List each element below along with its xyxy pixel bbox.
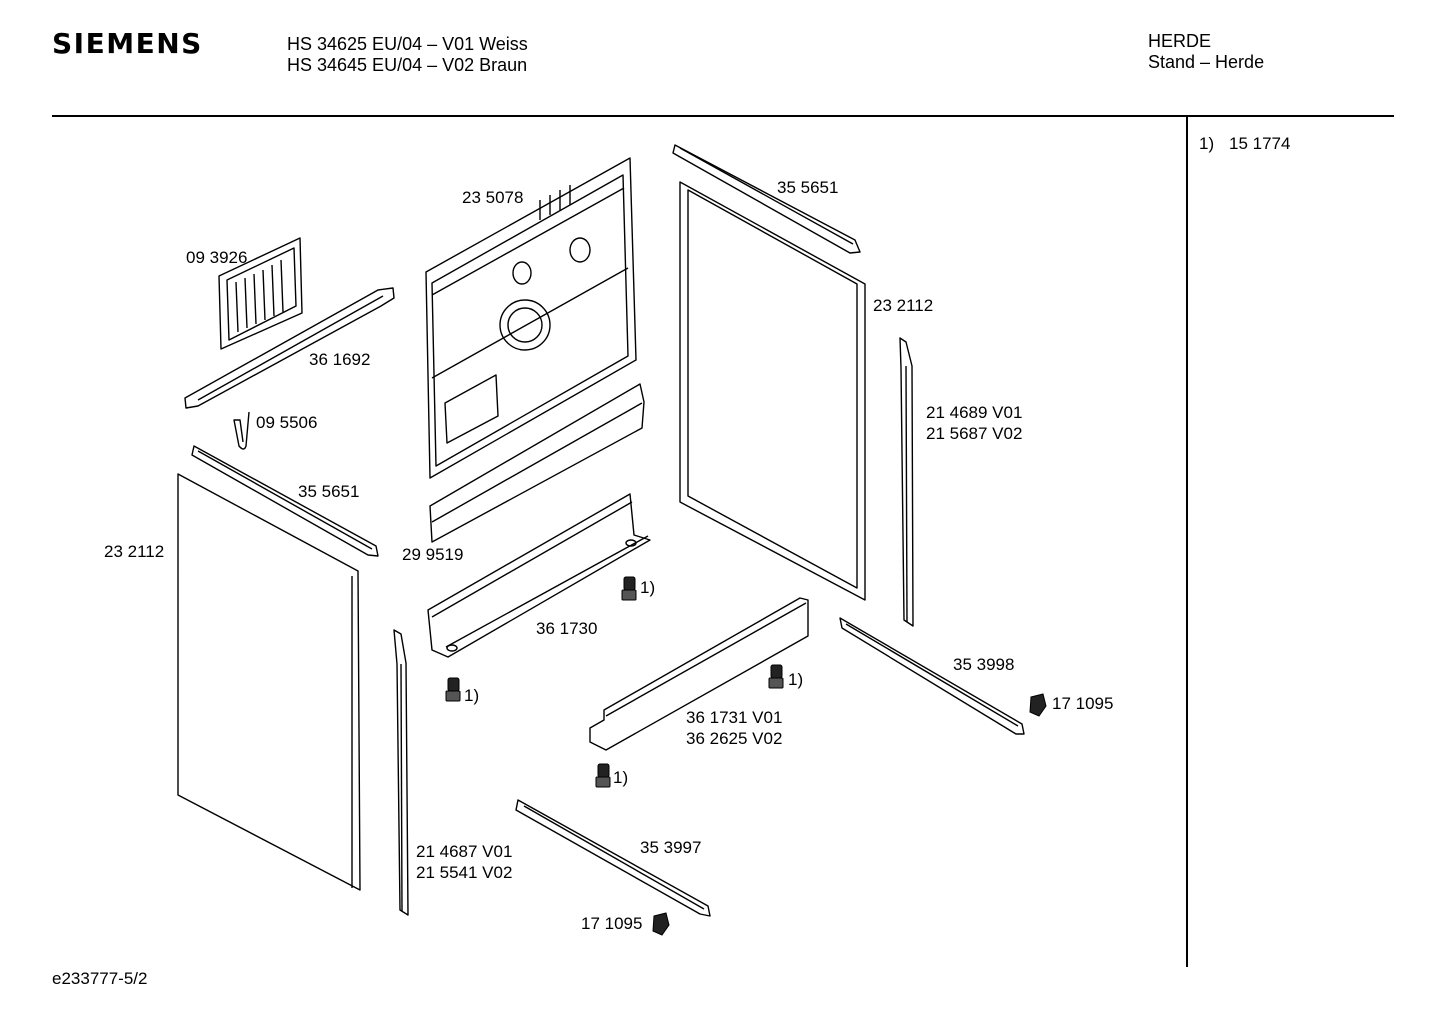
part-label: 35 5651 (777, 178, 839, 197)
part-label: 36 1730 (536, 619, 598, 638)
screw-4 (597, 763, 610, 778)
footnote-ref: 1) (613, 768, 629, 787)
bottom-trough-part (427, 493, 651, 658)
side-strip-right-part (899, 337, 914, 627)
part-label: 17 1095 (1052, 694, 1114, 713)
side-panel-left-part (177, 473, 361, 891)
screw-3 (770, 664, 783, 679)
part-label: 35 5651 (298, 482, 360, 501)
lower-rail-left-part (515, 799, 711, 917)
side-frame-right-part (679, 181, 866, 601)
clip-bottom (652, 912, 670, 936)
clip-part (233, 411, 250, 450)
header-divider (52, 115, 1394, 117)
part-label: 35 3998 (953, 655, 1015, 674)
part-label: 21 5541 V02 (416, 863, 513, 882)
footnote-ref: 1) (464, 686, 480, 705)
bracket-bar-part (184, 287, 395, 409)
document-id: e233777-5/2 (52, 969, 148, 988)
model-line-2: HS 34645 EU/04 – V02 Braun (287, 55, 528, 75)
notes-divider (1186, 117, 1188, 967)
top-rail-part (672, 144, 861, 254)
side-strip-left-part (393, 629, 409, 916)
subcategory-title: Stand – Herde (1148, 52, 1265, 72)
part-label: 17 1095 (581, 914, 643, 933)
back-panel-part (425, 157, 637, 479)
part-label: 23 2112 (104, 542, 165, 561)
grille-part (218, 237, 303, 350)
screw-1 (623, 576, 636, 591)
lower-rail-right-part (839, 617, 1025, 735)
part-label: 21 4687 V01 (416, 842, 513, 861)
part-label: 36 2625 V02 (686, 729, 783, 748)
part-label: 09 3926 (186, 248, 248, 267)
part-label: 29 9519 (402, 545, 464, 564)
part-label: 09 5506 (256, 413, 318, 432)
part-label: 21 4689 V01 (926, 403, 1023, 422)
left-rail-part (191, 445, 379, 557)
part-label: 21 5687 V02 (926, 424, 1023, 443)
front-trough-part (589, 597, 809, 751)
footnote-ref: 1) (640, 578, 656, 597)
category-title: HERDE (1148, 31, 1212, 51)
part-label: 35 3997 (640, 838, 702, 857)
note-value: 15 1774 (1229, 134, 1291, 153)
model-line-1: HS 34625 EU/04 – V01 Weiss (287, 34, 528, 54)
brand-logo: SIEMENS (52, 27, 203, 60)
part-label: 36 1731 V01 (686, 708, 783, 727)
footnote-ref: 1) (788, 670, 804, 689)
screw-2 (447, 677, 460, 692)
part-label: 23 2112 (873, 296, 934, 315)
note-marker: 1) (1199, 134, 1215, 153)
part-label: 36 1692 (309, 350, 371, 369)
clip-right (1029, 693, 1047, 717)
support-rail-part (429, 383, 645, 543)
part-label: 23 5078 (462, 188, 524, 207)
